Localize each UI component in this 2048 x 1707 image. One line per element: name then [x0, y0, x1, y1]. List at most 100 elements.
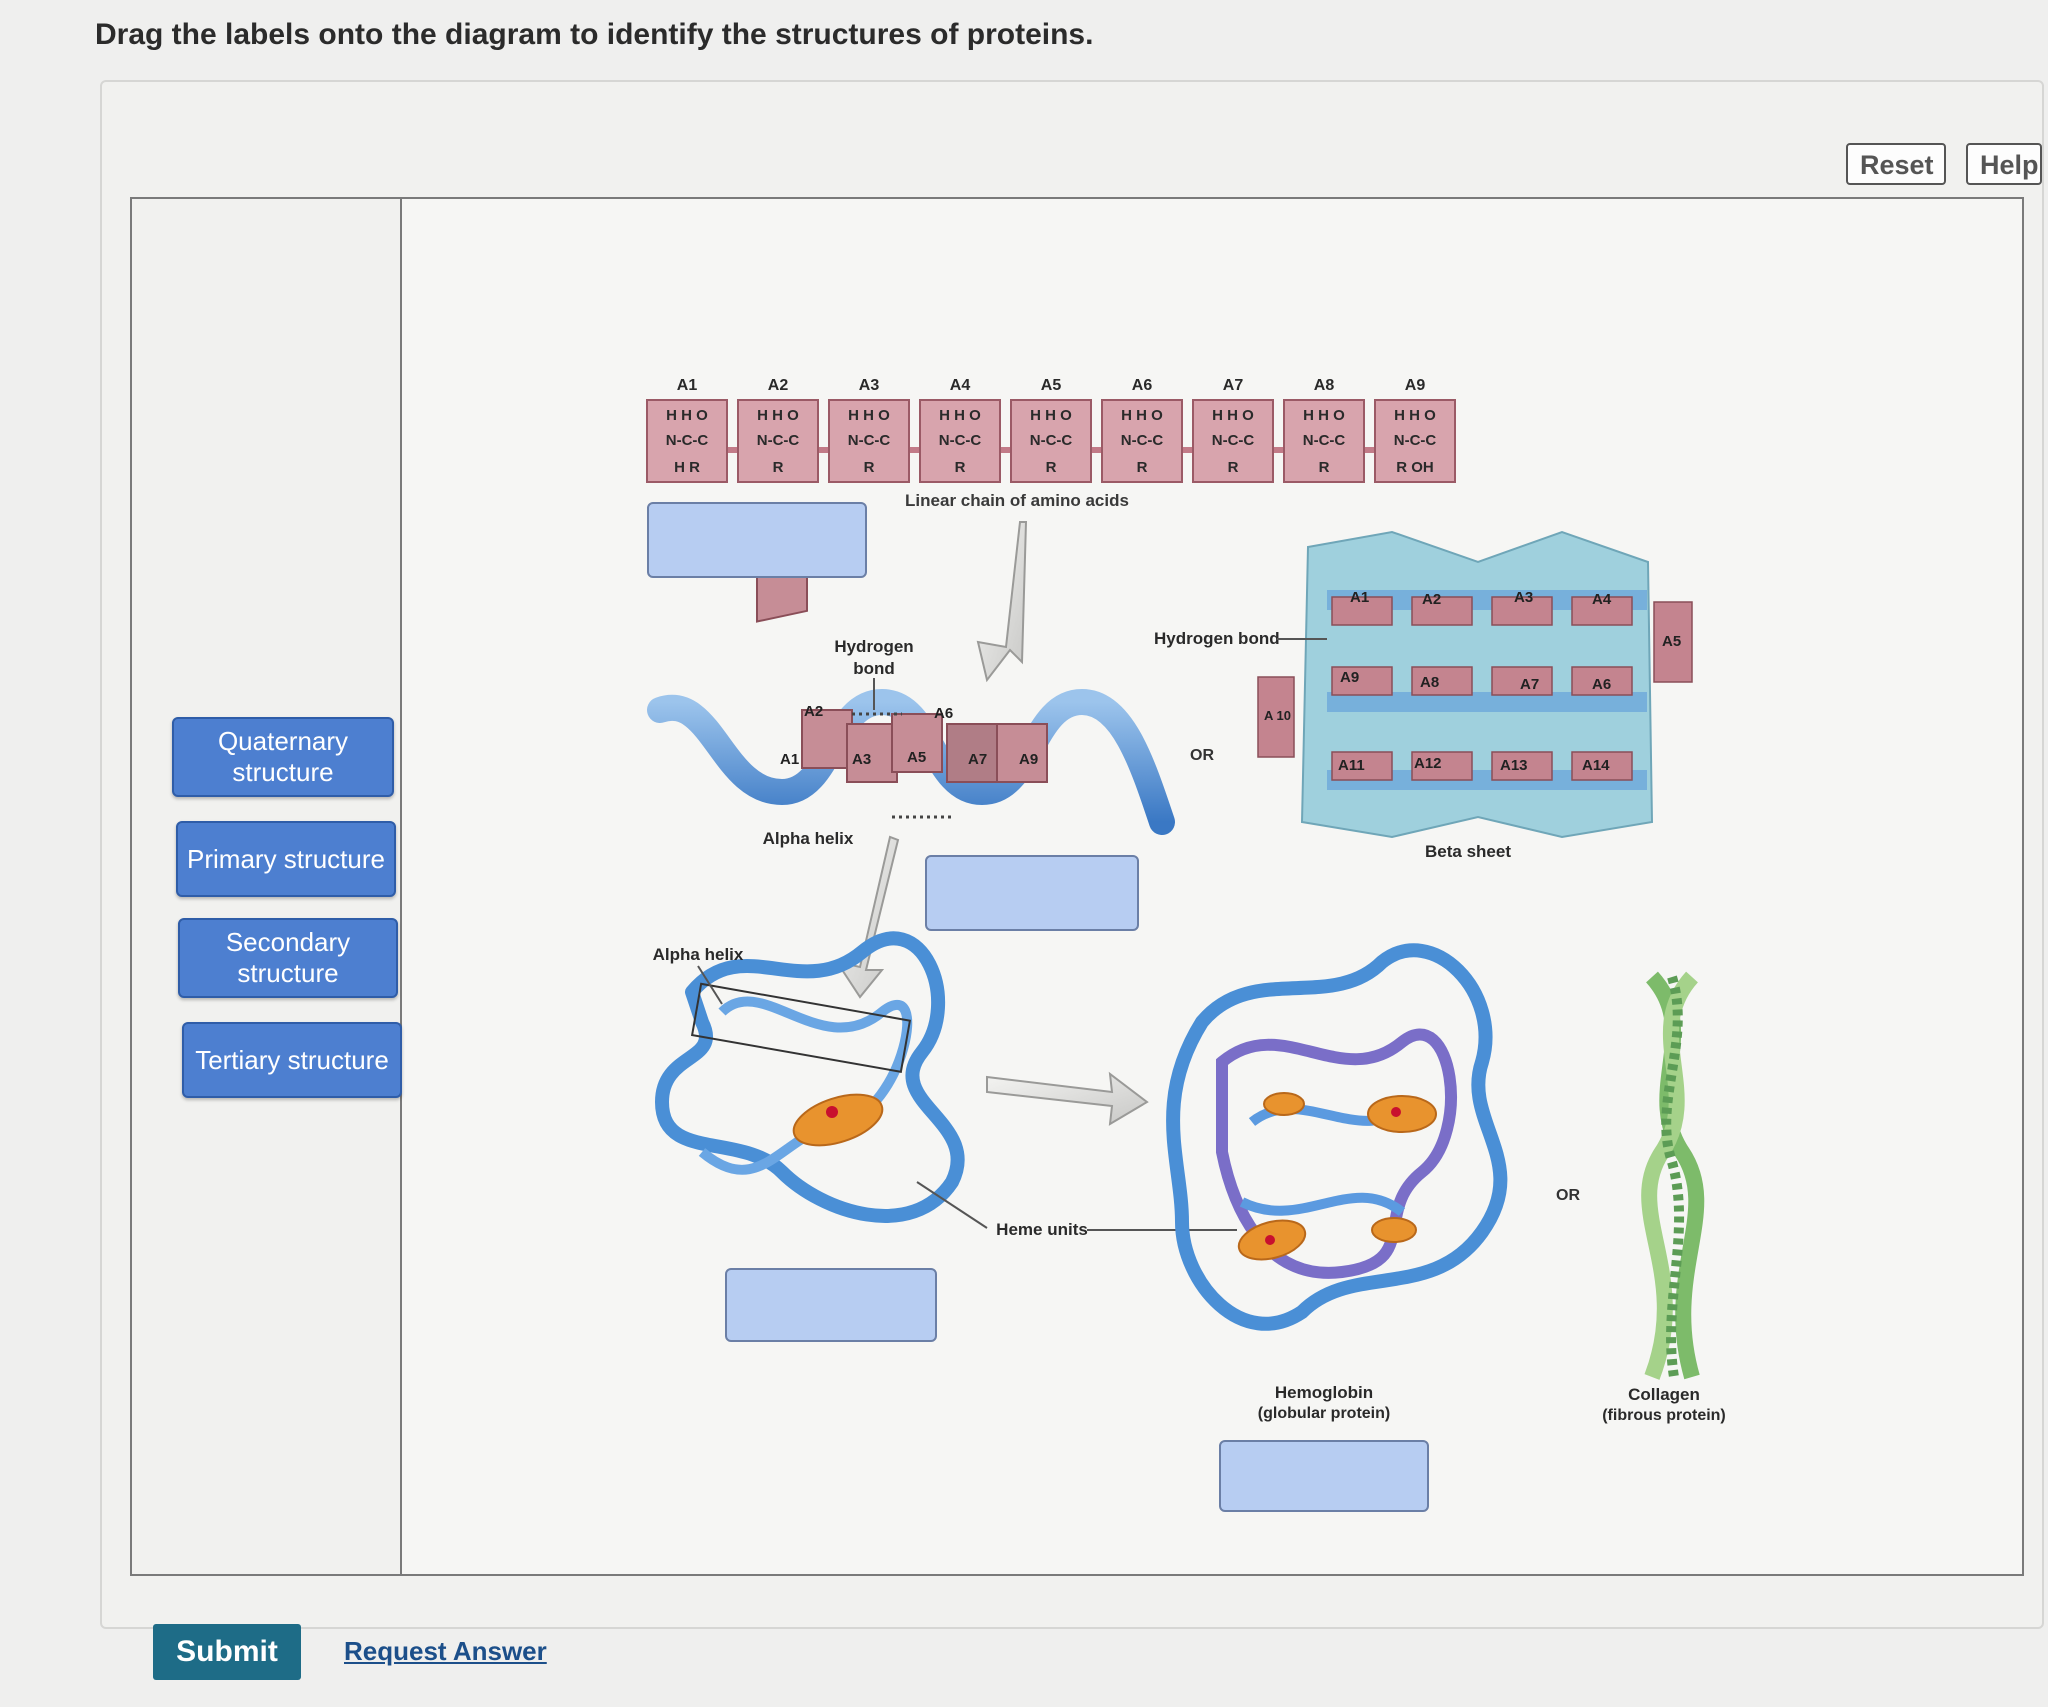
arrow-primary-to-secondary [976, 521, 1028, 683]
or-label-secondary: OR [1190, 747, 1214, 764]
hemoglobin-caption: (globular protein) [1258, 1405, 1390, 1422]
helix-hydrogen-bond-label: Hydrogen [834, 637, 913, 656]
helix-label: A6 [934, 705, 953, 722]
tertiary-alpha-helix-label: Alpha helix [653, 945, 744, 964]
amino-acid-block [1374, 399, 1456, 483]
drop-zone-tertiary[interactable] [725, 1268, 937, 1342]
drop-zone-secondary[interactable] [925, 855, 1139, 931]
beta-block [1257, 676, 1295, 758]
tertiary-ribbon [698, 996, 913, 1175]
sheet-label: A3 [1514, 589, 1533, 606]
helix-label: A7 [968, 751, 987, 768]
tertiary-structure-illustration: Alpha helix [653, 931, 965, 1223]
beta-block [1491, 596, 1553, 626]
sheet-label: A14 [1582, 757, 1610, 774]
linear-chain-caption: Linear chain of amino acids [905, 491, 1129, 510]
amino-acid-label: A4 [950, 377, 971, 394]
helix-label: A3 [852, 751, 871, 768]
amino-acid-side-chain: R [1137, 459, 1148, 476]
heme-disc [792, 1093, 884, 1147]
amino-acid-side-chain: R [864, 459, 875, 476]
amino-acid-block [1192, 399, 1274, 483]
drag-drop-workspace: Quaternary structure Primary structure S… [130, 197, 2024, 1576]
amino-acid-block [919, 399, 1001, 483]
beta-block [1331, 596, 1393, 626]
beta-block [1491, 751, 1553, 781]
amino-acid-atoms: H H O [1394, 407, 1436, 424]
amino-acid-atoms: H H O [1121, 407, 1163, 424]
hemoglobin-ribbon [1166, 943, 1508, 1331]
amino-acid-atoms: H H O [848, 407, 890, 424]
heme-iron [826, 1106, 838, 1118]
beta-strand [1327, 692, 1647, 712]
amino-acid-side-chain: H R [674, 459, 700, 476]
sheet-label: A5 [1662, 633, 1681, 650]
reset-button[interactable]: Reset [1846, 143, 1946, 185]
heme-units-label: Heme units [996, 1220, 1088, 1239]
heme-iron [1391, 1107, 1401, 1117]
helix-hydrogen-bond-label: bond [853, 659, 895, 678]
helix-label: A5 [907, 749, 926, 766]
instruction-text: Drag the labels onto the diagram to iden… [95, 18, 1094, 51]
sheet-label: A12 [1414, 755, 1442, 772]
beta-sheet-caption: Beta sheet [1425, 842, 1511, 861]
amino-acid-label: A3 [859, 377, 880, 394]
sheet-label: A11 [1338, 757, 1365, 774]
amino-acid-atoms: H H O [1212, 407, 1254, 424]
beta-block [1411, 596, 1473, 626]
amino-acid-side-chain: R [773, 459, 784, 476]
heme-disc [1263, 1092, 1305, 1116]
protein-structure-diagram: A1 H H O N-C-C H R A2 H H O N-C-C R A3 H H O N-C-C… [646, 377, 1726, 1424]
heme-disc [1367, 1095, 1437, 1133]
beta-block [1491, 666, 1553, 696]
sheet-label: A2 [1422, 591, 1441, 608]
amino-acid-backbone: N-C-C [1121, 432, 1164, 449]
helix-block [801, 709, 853, 769]
request-answer-link[interactable]: Request Answer [344, 1636, 547, 1666]
beta-strand [1327, 590, 1647, 610]
beta-strand [1327, 770, 1647, 790]
amino-acid-block [828, 399, 910, 483]
sheet-label: A1 [1350, 589, 1369, 606]
beta-block [1571, 666, 1633, 696]
collagen-illustration: Collagen (fibrous protein) [1602, 971, 1726, 1424]
amino-acid-side-chain: R [1228, 459, 1239, 476]
label-primary-structure[interactable]: Primary structure [176, 821, 396, 897]
helix-label: A1 [780, 751, 799, 768]
drop-zone-primary[interactable] [647, 502, 867, 578]
label-quaternary-structure[interactable]: Quaternary structure [172, 717, 394, 797]
arrow-secondary-to-tertiary [834, 835, 900, 999]
pointer-line [916, 1181, 988, 1229]
beta-sheet-illustration: A1 A2 A3 A4 A9 A8 A7 A6 A11 A12 A13 A14 … [1154, 530, 1693, 861]
alpha-helix-caption: Alpha helix [763, 829, 854, 848]
or-label-quaternary: OR [1556, 1187, 1580, 1204]
beta-block [1411, 751, 1473, 781]
help-button[interactable]: Help [1966, 143, 2042, 185]
sheet-hydrogen-bond-label: Hydrogen bond [1154, 629, 1280, 648]
heme-iron [1265, 1235, 1275, 1245]
drop-zone-quaternary[interactable] [1219, 1440, 1429, 1512]
helix-label: A9 [1019, 751, 1038, 768]
submit-button[interactable]: Submit [153, 1624, 301, 1680]
label-secondary-structure[interactable]: Secondary structure [178, 918, 398, 998]
amino-acid-backbone: N-C-C [1030, 432, 1073, 449]
amino-acid-label: A7 [1223, 377, 1244, 394]
amino-acid-atoms: H H O [1030, 407, 1072, 424]
amino-acid-backbone: N-C-C [666, 432, 709, 449]
heme-disc [1371, 1217, 1417, 1243]
label-tertiary-structure[interactable]: Tertiary structure [182, 1022, 402, 1098]
amino-acid-block [1283, 399, 1365, 483]
amino-acid-backbone: N-C-C [1303, 432, 1346, 449]
collagen-caption: (fibrous protein) [1602, 1407, 1726, 1424]
sheet-label: A 10 [1264, 708, 1291, 723]
helix-highlight-box [690, 982, 912, 1073]
collagen-strand [1661, 975, 1685, 1378]
amino-acid-backbone: N-C-C [757, 432, 800, 449]
amino-acid-side-chain: R OH [1396, 459, 1434, 476]
beta-block [1571, 751, 1633, 781]
sheet-label: A8 [1420, 674, 1439, 691]
amino-acid-label: A5 [1041, 377, 1062, 394]
amino-acid-side-chain: R [1319, 459, 1330, 476]
collagen-caption: Collagen [1628, 1385, 1700, 1404]
